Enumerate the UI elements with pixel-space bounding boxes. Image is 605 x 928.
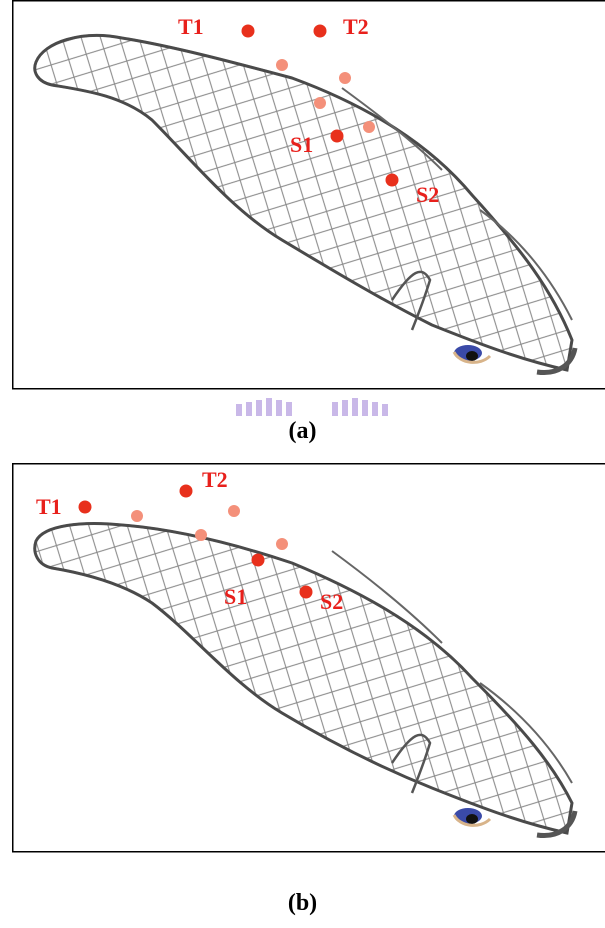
label-s2-a: S2 [416, 182, 439, 207]
point-s2-b [300, 586, 313, 599]
label-t2-a: T2 [343, 14, 369, 39]
intermediate-point [276, 59, 288, 71]
intermediate-point [314, 97, 326, 109]
point-t1-b [79, 501, 92, 514]
intermediate-point [363, 121, 375, 133]
point-s1-a [331, 130, 344, 143]
university-watermark [232, 398, 392, 418]
intermediate-point [339, 72, 351, 84]
intermediate-point [131, 510, 143, 522]
point-s1-b [252, 554, 265, 567]
point-s2-a [386, 174, 399, 187]
label-t1-b: T1 [36, 494, 62, 519]
intermediate-point [228, 505, 240, 517]
intermediate-point [276, 538, 288, 550]
label-s1-a: S1 [290, 132, 313, 157]
point-t1-a [242, 25, 255, 38]
intermediate-point [195, 529, 207, 541]
label-t1-a: T1 [178, 14, 204, 39]
panel-b: T1 T2 S1 S2 [12, 463, 605, 853]
point-t2-b [180, 485, 193, 498]
fish-illustration-b: T1 T2 S1 S2 [12, 463, 605, 853]
label-t2-b: T2 [202, 467, 228, 492]
label-s1-b: S1 [224, 584, 247, 609]
fish-illustration-a: T1 T2 S1 S2 [12, 0, 605, 390]
caption-a: (a) [0, 418, 605, 445]
caption-b: (b) [0, 890, 605, 917]
label-s2-b: S2 [320, 589, 343, 614]
point-t2-a [314, 25, 327, 38]
panel-a: T1 T2 S1 S2 [12, 0, 605, 390]
